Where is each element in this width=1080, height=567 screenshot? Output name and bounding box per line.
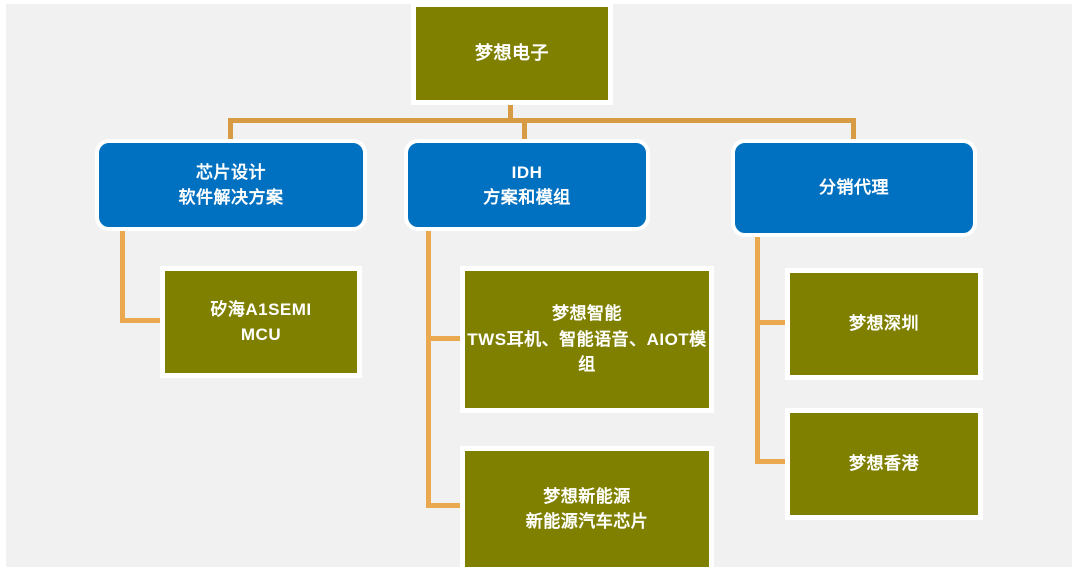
- connector-root-stem: [508, 101, 513, 122]
- connector-distribution-vertical: [755, 237, 760, 464]
- node-dream-shenzhen-line1: 梦想深圳: [849, 314, 919, 334]
- node-dream-hongkong-line1: 梦想香港: [849, 454, 919, 474]
- connector-bus-to-distribution: [851, 118, 856, 143]
- node-a1semi-line1: 矽海A1SEMI: [210, 299, 312, 319]
- connector-level1-bus: [228, 118, 856, 123]
- connector-idh-vertical: [426, 231, 431, 508]
- node-chip-design[interactable]: 芯片设计 软件解决方案: [95, 139, 367, 231]
- node-a1semi-line2: MCU: [240, 325, 282, 344]
- node-dream-new-energy-line2: 新能源汽车芯片: [525, 512, 649, 531]
- connector-chip-design-to-a1semi: [120, 318, 165, 323]
- node-a1semi[interactable]: 矽海A1SEMI MCU: [161, 267, 361, 377]
- page-edge-top: [0, 0, 1080, 4]
- connector-idh-to-smart: [426, 336, 465, 341]
- connector-distribution-to-hongkong: [755, 459, 790, 464]
- node-dream-hongkong[interactable]: 梦想香港: [786, 409, 982, 519]
- connector-bus-to-chip-design: [228, 118, 233, 143]
- connector-idh-to-new-energy: [426, 503, 465, 508]
- node-chip-design-line2: 软件解决方案: [178, 188, 284, 207]
- node-dream-shenzhen[interactable]: 梦想深圳: [786, 269, 982, 379]
- node-dream-smart-line2: TWS耳机、智能语音、AIOT模组: [467, 329, 707, 375]
- connector-bus-to-idh: [522, 118, 527, 143]
- node-distribution[interactable]: 分销代理: [731, 139, 977, 237]
- node-dream-smart-line1: 梦想智能: [552, 304, 622, 324]
- node-dream-smart[interactable]: 梦想智能 TWS耳机、智能语音、AIOT模组: [461, 267, 713, 412]
- node-distribution-line1: 分销代理: [819, 178, 889, 198]
- node-root-label: 梦想电子: [475, 43, 549, 63]
- node-idh-line2: 方案和模组: [483, 188, 571, 207]
- node-dream-new-energy-line1: 梦想新能源: [543, 486, 631, 506]
- node-dream-new-energy[interactable]: 梦想新能源 新能源汽车芯片: [461, 447, 713, 567]
- node-idh[interactable]: IDH 方案和模组: [404, 139, 650, 231]
- page-edge-left: [0, 0, 6, 567]
- connector-distribution-to-shenzhen: [755, 320, 790, 325]
- page-edge-right: [1072, 0, 1080, 567]
- node-chip-design-line1: 芯片设计: [196, 162, 266, 182]
- node-idh-line1: IDH: [511, 162, 543, 182]
- node-root-dream-electronics[interactable]: 梦想电子: [412, 3, 612, 104]
- connector-chip-design-vertical: [120, 231, 125, 323]
